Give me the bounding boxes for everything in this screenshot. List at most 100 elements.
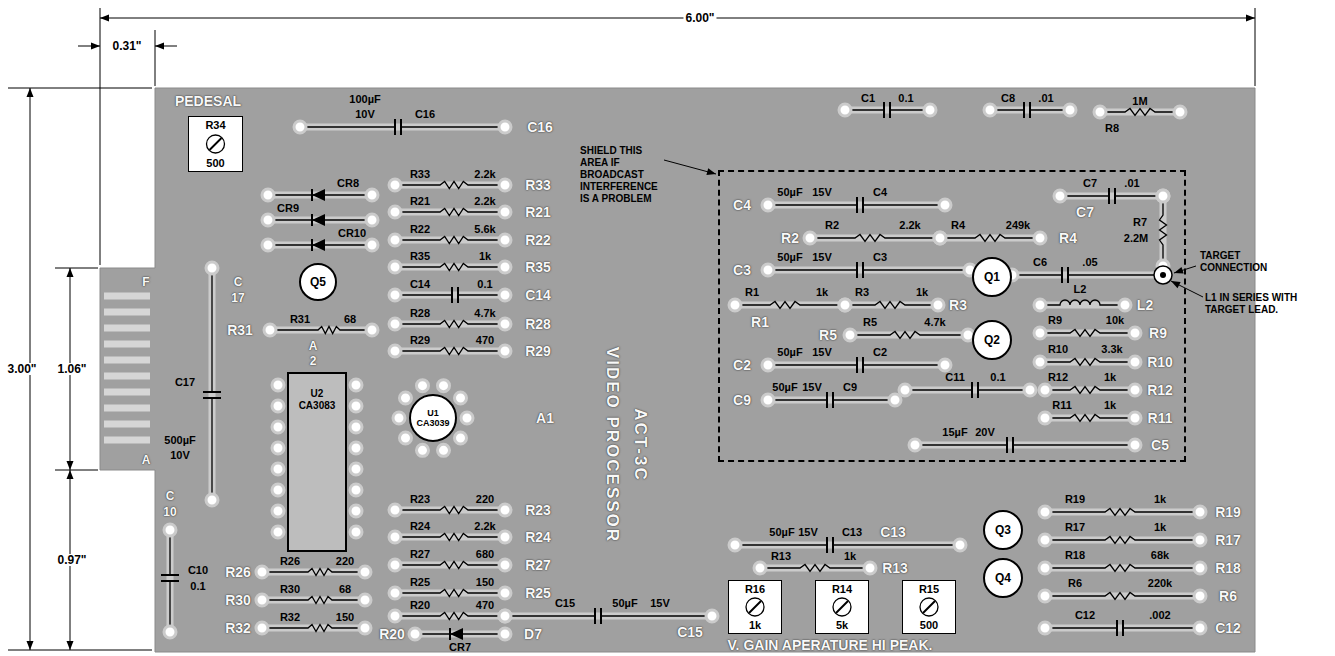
solder-pad bbox=[939, 359, 951, 371]
solder-pad bbox=[1194, 590, 1206, 602]
component-value: R5 bbox=[863, 317, 877, 328]
component-value: C12 bbox=[1075, 610, 1095, 621]
edge-finger bbox=[104, 389, 150, 396]
silkscreen-label: C3 bbox=[733, 263, 751, 277]
trimmer-pot-box: R161k bbox=[728, 580, 782, 634]
solder-pad bbox=[499, 318, 511, 330]
solder-pad bbox=[932, 299, 944, 311]
component-value: CR9 bbox=[277, 203, 299, 214]
capacitor-symbol bbox=[856, 197, 858, 213]
component-value: 10V bbox=[355, 109, 375, 120]
solder-pad bbox=[294, 121, 306, 133]
solder-pad bbox=[389, 587, 401, 599]
solder-pad bbox=[399, 432, 411, 444]
copper-trace bbox=[300, 124, 505, 131]
solder-pad bbox=[272, 379, 284, 391]
silkscreen-label: 10 bbox=[163, 506, 176, 518]
copper-trace bbox=[1060, 193, 1163, 200]
copper-trace bbox=[395, 534, 505, 541]
circuit-board bbox=[100, 88, 1255, 652]
arrow-head bbox=[67, 470, 74, 479]
solder-pad bbox=[366, 189, 378, 201]
silkscreen-label: R13 bbox=[882, 561, 908, 575]
copper-trace bbox=[395, 348, 505, 355]
solder-pad bbox=[762, 264, 774, 276]
dimension-label: 0.31" bbox=[110, 40, 143, 52]
component-value: 1k bbox=[844, 551, 856, 562]
component-value: R31 bbox=[290, 314, 310, 325]
solder-pad bbox=[438, 444, 450, 456]
copper-trace bbox=[395, 613, 505, 620]
solder-pad bbox=[399, 392, 411, 404]
capacitor-symbol bbox=[161, 574, 179, 576]
resistor-symbol bbox=[395, 321, 505, 328]
solder-pad bbox=[499, 610, 511, 622]
solder-pad bbox=[455, 392, 467, 404]
solder-pad bbox=[984, 104, 996, 116]
capacitor-symbol bbox=[826, 537, 828, 553]
solder-pad bbox=[350, 379, 362, 391]
arrow-head bbox=[1246, 15, 1255, 22]
resistor-symbol bbox=[1040, 359, 1135, 366]
component-value: 1k bbox=[479, 251, 491, 262]
silkscreen-label: R12 bbox=[1147, 383, 1173, 397]
solder-pad bbox=[909, 439, 921, 451]
capacitor-symbol bbox=[971, 382, 973, 398]
diode-symbol bbox=[312, 189, 325, 201]
resistor-symbol bbox=[1100, 109, 1180, 116]
copper-trace bbox=[905, 387, 1030, 394]
silkscreen-label: R19 bbox=[1215, 505, 1241, 519]
resistor-symbol bbox=[262, 597, 365, 604]
extension-line bbox=[155, 30, 156, 86]
component-value: C9 bbox=[843, 382, 857, 393]
component-value: 0.1 bbox=[477, 279, 492, 290]
solder-pad bbox=[499, 261, 511, 273]
solder-pad bbox=[499, 345, 511, 357]
component-value: R26 bbox=[280, 556, 300, 567]
solder-pad bbox=[1039, 506, 1051, 518]
solder-pad bbox=[366, 239, 378, 251]
capacitor-symbol bbox=[889, 102, 891, 118]
component-value: 15µF bbox=[942, 427, 967, 438]
component-value: R18 bbox=[1065, 550, 1085, 561]
arrow-head bbox=[1174, 267, 1184, 274]
arrow-head bbox=[706, 168, 716, 175]
component-value: 4.7k bbox=[924, 317, 945, 328]
copper-trace bbox=[395, 182, 505, 189]
resistor-symbol bbox=[395, 264, 505, 271]
solder-pad bbox=[164, 626, 176, 638]
solder-pad bbox=[359, 594, 371, 606]
solder-pad bbox=[1194, 506, 1206, 518]
solder-pad bbox=[1039, 384, 1051, 396]
capacitor-lead bbox=[768, 204, 857, 205]
dimension-line bbox=[100, 18, 1255, 19]
silkscreen-label: R6 bbox=[1219, 589, 1237, 603]
solder-pad bbox=[864, 562, 876, 574]
solder-pad bbox=[729, 539, 741, 551]
component-value: C8 bbox=[1001, 93, 1015, 104]
component-value: R2 bbox=[825, 220, 839, 231]
capacitor-symbol bbox=[1108, 188, 1110, 204]
silkscreen-label: R20 bbox=[379, 627, 405, 641]
copper-trace bbox=[395, 209, 505, 216]
solder-pad bbox=[1039, 412, 1051, 424]
solder-pad bbox=[954, 539, 966, 551]
copper-trace bbox=[735, 302, 845, 309]
component-value: R19 bbox=[1065, 494, 1085, 505]
diode-symbol bbox=[311, 214, 313, 226]
silkscreen-label: R4 bbox=[1059, 231, 1077, 245]
capacitor-lead bbox=[768, 399, 827, 400]
diode-symbol bbox=[311, 189, 313, 201]
silkscreen-label: R18 bbox=[1215, 561, 1241, 575]
resistor-symbol bbox=[395, 348, 505, 355]
solder-pad bbox=[729, 299, 741, 311]
part-label: 500 bbox=[920, 619, 938, 631]
component-value: 50µF bbox=[612, 598, 637, 609]
solder-pad bbox=[359, 566, 371, 578]
solder-pad bbox=[1024, 384, 1036, 396]
solder-pad bbox=[934, 232, 946, 244]
component-value: R7 bbox=[1133, 217, 1147, 228]
solder-pad bbox=[1129, 356, 1141, 368]
component-value: C3 bbox=[873, 252, 887, 263]
